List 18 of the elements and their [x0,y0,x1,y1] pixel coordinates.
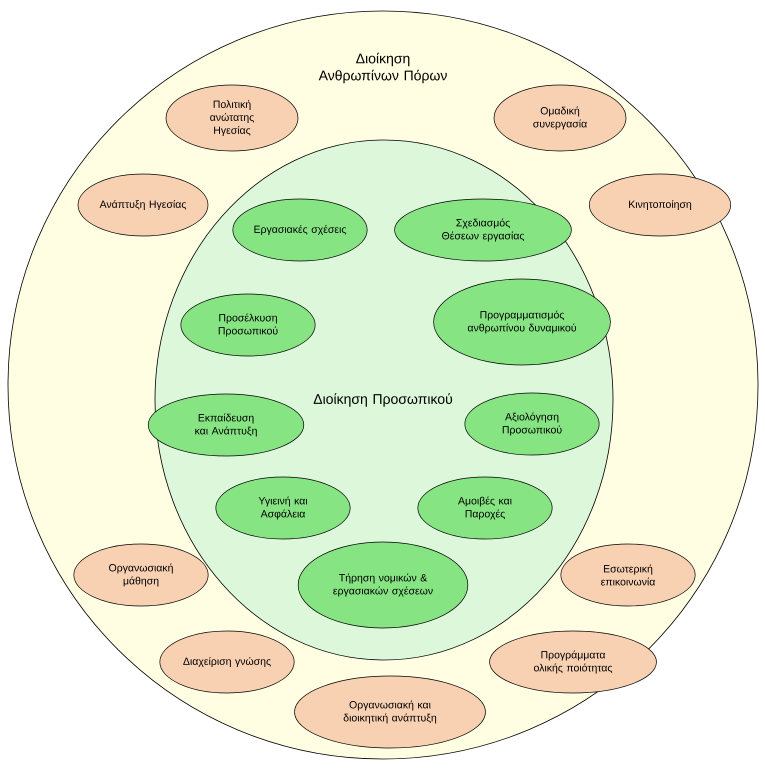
ellipse-node: Αξιολόγηση Προσωπικού [464,392,600,456]
ellipse-node: Αμοιβές και Παροχές [417,476,553,540]
ellipse-node: Προγραμματισμός ανθρωπίνου δυναμικού [433,278,611,366]
ellipse-node: Ομαδική συνεργασία [494,84,626,152]
ellipse-node: Εργασιακές σχέσεις [232,198,368,262]
ellipse-node: Οργανωσιακή και διοικητική ανάπτυξη [294,676,486,748]
ellipse-node: Οργανωσιακή μάθηση [73,544,209,606]
ellipse-node: Προσέλκυση Προσωπικού [180,294,316,356]
ellipse-node: Ανάπτυξη Ηγεσίας [78,174,208,236]
ellipse-node: Σχεδιασμός Θέσεων εργασίας [394,198,572,262]
ellipse-node: Προγράμματα ολικής ποιότητας [489,630,657,694]
ellipse-node: Κινητοποίηση [588,174,732,236]
ellipse-node: Πολιτική ανώτατης Ηγεσίας [166,84,298,152]
ellipse-node: Τήρηση νομικών & εργασιακών σχέσεων [298,542,468,628]
ellipse-node: Εσωτερική επικοινωνία [560,544,696,606]
ellipse-node: Εκπαίδευση και Ανάπτυξη [148,394,304,456]
ellipse-node: Διαχείριση γνώσης [159,630,295,694]
ellipse-node: Υγιεινή και Ασφάλεια [215,476,351,540]
